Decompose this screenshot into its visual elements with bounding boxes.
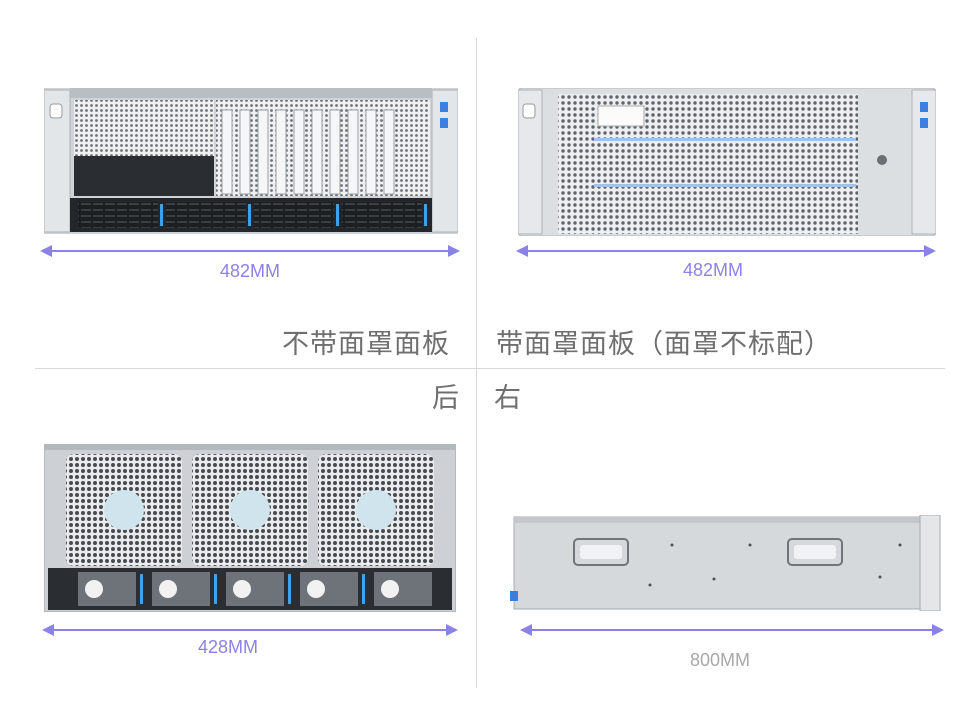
- dimension-arrow-icon: [40, 245, 460, 257]
- server-front-image: [44, 88, 458, 234]
- side-caption: 右: [494, 383, 522, 414]
- dimension-arrow-icon: [42, 624, 458, 636]
- front-no-bezel-caption: 不带面罩面板: [282, 329, 450, 360]
- rear-width-label: 428MM: [198, 637, 259, 657]
- server-bezel-image: [518, 88, 936, 236]
- side-depth-label: 800MM: [690, 650, 751, 670]
- server-rear-image: [44, 444, 456, 612]
- vertical-divider: [476, 38, 477, 688]
- dimension-arrow-icon: [520, 624, 944, 636]
- front-with-bezel-caption: 带面罩面板（面罩不标配）: [496, 329, 832, 360]
- front-width-label: 482MM: [220, 261, 281, 281]
- bezel-width-label: 482MM: [683, 260, 744, 280]
- horizontal-divider: [35, 368, 945, 369]
- rear-caption: 后: [432, 383, 460, 414]
- dimension-arrow-icon: [516, 245, 936, 257]
- server-side-image: [510, 515, 941, 611]
